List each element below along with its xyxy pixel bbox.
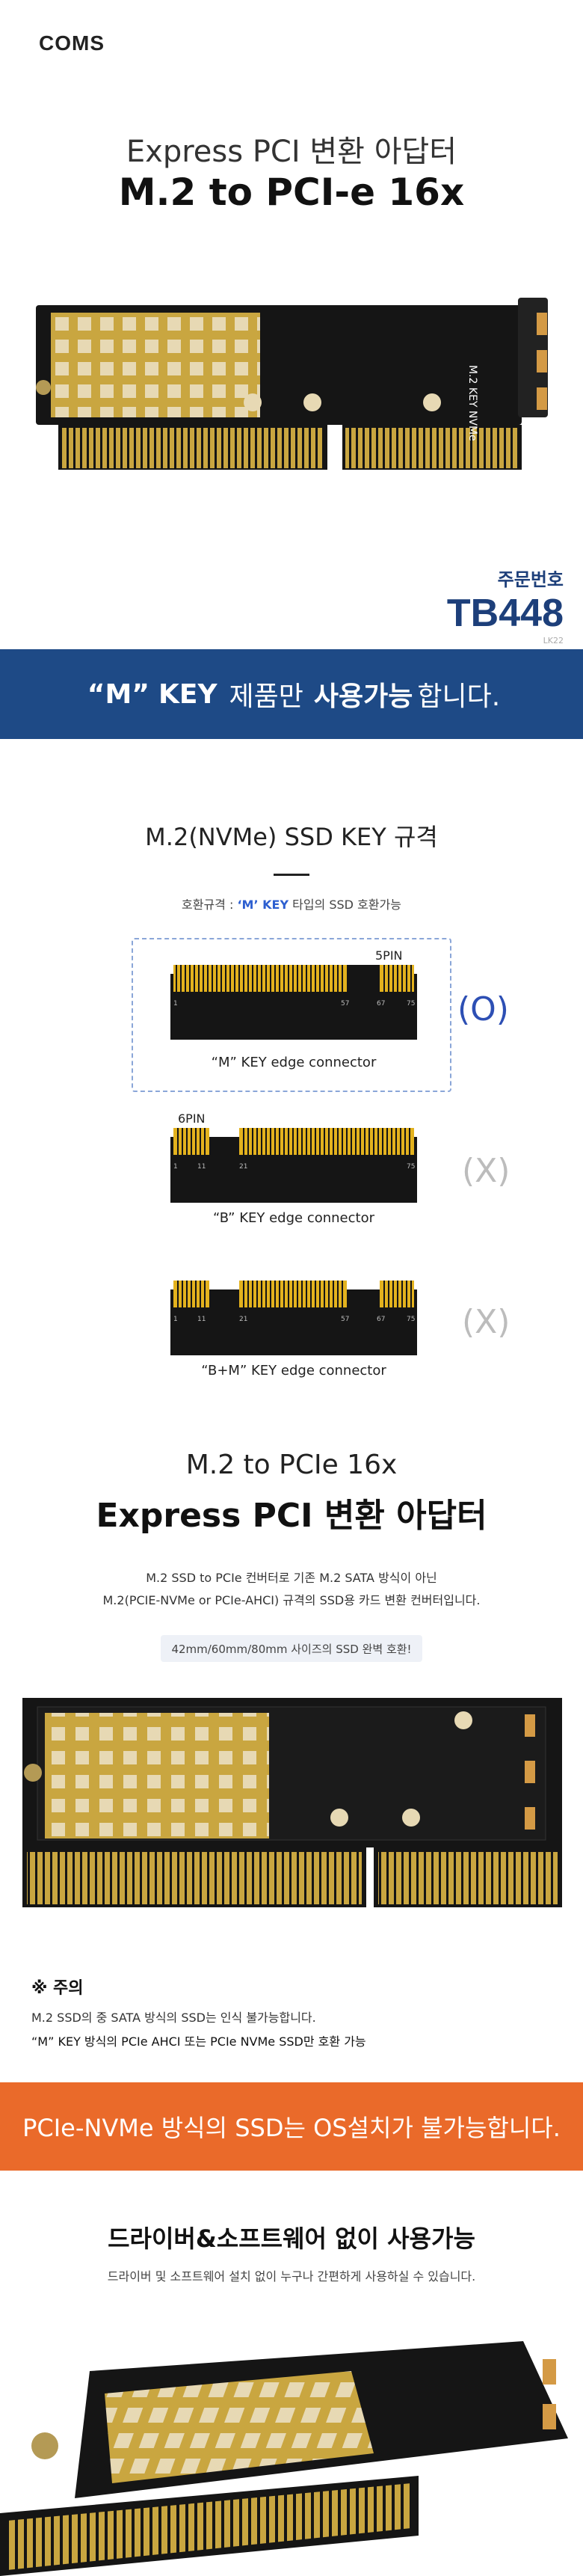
hero-title: M.2 to PCI-e 16x (118, 171, 465, 214)
pin-num: 75 (407, 1000, 415, 1008)
compat-note: 호환규격 : ‘M’ KEY 타입의 SSD 호환가능 (0, 895, 583, 913)
product-image-bottom (0, 2326, 583, 2576)
order-number-code: TB448 (446, 592, 564, 635)
banner-quote: “M” (87, 678, 149, 710)
banner-bold: 사용가능 (313, 681, 413, 712)
pin-num: 67 (377, 1316, 385, 1323)
b-key-pin-label: 6PIN (178, 1111, 206, 1126)
order-number-label: 주문번호 (497, 569, 564, 590)
section2-desc-2: M.2(PCIE-NVMe or PCIe-AHCI) 규격의 SSD용 카드 … (102, 1593, 481, 1607)
pin-num: 1 (173, 1316, 178, 1323)
banner-end: 합니다. (417, 681, 501, 712)
compat-note-key: ‘M’ KEY (237, 898, 289, 912)
pin-num: 67 (377, 1000, 385, 1008)
pin-num: 21 (239, 1316, 247, 1323)
b-key-label: “B” KEY edge connector (213, 1210, 374, 1226)
pin-num: 75 (407, 1163, 415, 1171)
warning-block: ※ 주의 M.2 SSD의 중 SATA 방식의 SSD는 인식 불가능합니다.… (31, 1975, 366, 2049)
section2-subtitle: M.2 to PCIe 16x (185, 1450, 398, 1480)
order-number-block: 주문번호 TB448 LK22 (447, 565, 564, 645)
section2-title: Express PCI 변환 아답터 (96, 1497, 487, 1535)
os-install-banner: PCIe-NVMe 방식의 SSD는 OS설치가 불가능합니다. (0, 2082, 583, 2171)
b-key-no-mark: (X) (462, 1152, 510, 1190)
hero-subtitle: Express PCI 변환 아답터 (126, 135, 457, 169)
title-divider (274, 874, 309, 876)
m-key-ok-mark: (O) (457, 990, 509, 1028)
compat-note-prefix: 호환규격 : (182, 898, 238, 912)
banner-mid: 제품만 (229, 681, 303, 712)
m-key-banner: “M” KEY 제품만 사용가능 합니다. (0, 649, 583, 739)
product-image-mid (22, 1698, 562, 1915)
pin-num: 11 (197, 1316, 206, 1323)
m-key-highlight-box (132, 938, 451, 1092)
warning-heading: ※ 주의 (31, 1979, 84, 1998)
order-number-subcode: LK22 (543, 636, 564, 645)
b-key-connector: 1 11 21 75 (170, 1128, 417, 1203)
pin-num: 57 (341, 1000, 349, 1008)
pin-num: 21 (239, 1163, 247, 1171)
m-key-connector: 1 57 67 75 (170, 965, 417, 1040)
pin-num: 1 (173, 1163, 178, 1171)
section3-desc: 드라이버 및 소프트웨어 설치 없이 누구나 간편하게 사용하실 수 있습니다. (107, 2269, 476, 2284)
pin-num: 11 (197, 1163, 206, 1171)
board-silk-text: M.2 KEY NVMe (466, 365, 478, 441)
product-image-top: M.2 KEY NVMe (28, 290, 556, 477)
pin-num: 57 (341, 1316, 349, 1323)
size-compat-pill: 42mm/60mm/80mm 사이즈의 SSD 완벽 호환! (161, 1635, 422, 1662)
banner-key: KEY (158, 678, 218, 710)
warning-line-1: M.2 SSD의 중 SATA 방식의 SSD는 인식 불가능합니다. (31, 2011, 316, 2025)
pin-num: 75 (407, 1316, 415, 1323)
m-key-label: “M” KEY edge connector (211, 1055, 377, 1070)
m-key-pin-label: 5PIN (375, 948, 403, 963)
warning-line-2: “M” KEY 방식의 PCIe AHCI 또는 PCIe NVMe SSD만 … (31, 2034, 366, 2049)
section2-desc-1: M.2 SSD to PCIe 컨버터로 기존 M.2 SATA 방식이 아닌 (146, 1571, 437, 1585)
bm-key-no-mark: (X) (462, 1303, 510, 1341)
key-spec-title: M.2(NVMe) SSD KEY 규격 (145, 823, 438, 851)
compat-note-suffix: 타입의 SSD 호환가능 (289, 898, 401, 912)
bm-key-connector: 1 11 21 57 67 75 (170, 1281, 417, 1355)
brand-logo: COMS (39, 31, 105, 55)
bm-key-label: “B+M” KEY edge connector (201, 1363, 386, 1379)
pin-num: 1 (173, 1000, 178, 1008)
section3-title: 드라이버&소프트웨어 없이 사용가능 (108, 2224, 475, 2253)
